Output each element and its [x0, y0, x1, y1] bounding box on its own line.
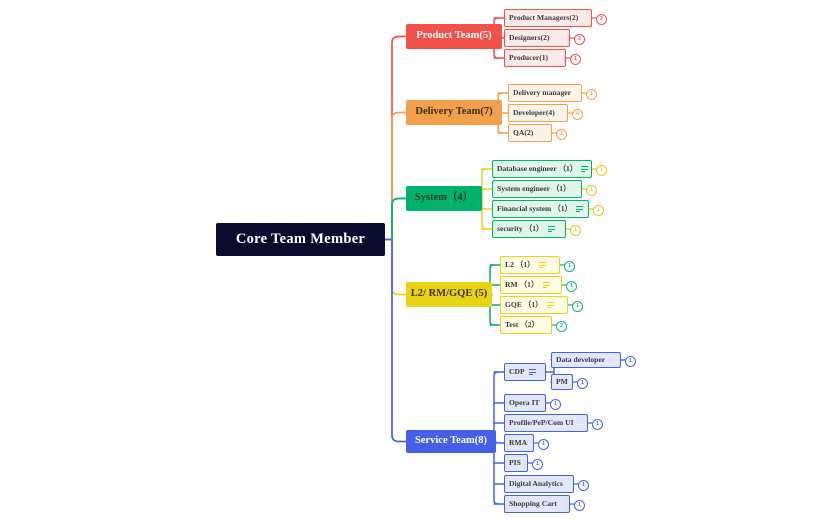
leaf-node[interactable]: Developer(4): [508, 104, 568, 122]
leaf-node-label: Digital Analytics: [509, 479, 563, 489]
count-badge[interactable]: 1: [564, 260, 575, 272]
count-badge[interactable]: 1: [577, 377, 588, 389]
branch-node-label: System（4）: [414, 192, 474, 204]
leaf-node[interactable]: Opera IT: [504, 394, 546, 412]
leaf-node[interactable]: System engineer （1）: [492, 180, 582, 198]
leaf-node[interactable]: security （1）: [492, 220, 566, 238]
leaf-node-label: Test （2）: [505, 320, 540, 330]
branch-node-system[interactable]: System（4）: [406, 186, 482, 211]
leaf-node[interactable]: Financial system （1）: [492, 200, 589, 218]
count-badge[interactable]: 1: [586, 88, 597, 100]
leaf-node[interactable]: QA(2): [508, 124, 552, 142]
count-badge[interactable]: 4: [572, 108, 583, 120]
sub-leaf-node[interactable]: PM: [551, 374, 573, 390]
note-icon[interactable]: [576, 206, 584, 212]
branch-node-label: L2/ RM/GQE (5): [410, 288, 488, 300]
count-badge[interactable]: 1: [572, 300, 583, 312]
leaf-node[interactable]: Digital Analytics: [504, 475, 574, 493]
leaf-node-label: QA(2): [513, 128, 534, 138]
note-icon[interactable]: [538, 262, 546, 268]
leaf-node[interactable]: Profile/PeP/Com UI: [504, 414, 588, 432]
leaf-node[interactable]: Database engineer （1）: [492, 160, 592, 178]
leaf-node[interactable]: RM （1）: [500, 276, 562, 294]
note-icon[interactable]: [542, 282, 550, 288]
count-badge[interactable]: 1: [570, 53, 581, 65]
leaf-node[interactable]: Shopping Cart: [504, 495, 570, 513]
note-icon[interactable]: [546, 302, 554, 308]
count-badge[interactable]: 1: [625, 355, 636, 367]
note-icon[interactable]: [581, 166, 589, 172]
note-icon[interactable]: [528, 369, 536, 375]
leaf-node[interactable]: Producer(1): [504, 49, 566, 67]
count-badge[interactable]: 2: [556, 128, 567, 140]
branch-node-product-team[interactable]: Product Team(5): [406, 24, 502, 49]
leaf-node-label: Database engineer （1）: [497, 164, 578, 174]
count-badge[interactable]: 1: [586, 184, 597, 196]
count-badge[interactable]: 1: [596, 164, 607, 176]
sub-leaf-node-label: PM: [556, 377, 568, 387]
leaf-node[interactable]: Product Managers(2): [504, 9, 592, 27]
branch-node-label: Delivery Team(7): [415, 106, 493, 118]
sub-leaf-node[interactable]: Data developer: [551, 352, 621, 368]
leaf-node[interactable]: CDP: [504, 363, 546, 381]
count-badge[interactable]: 1: [538, 438, 549, 450]
branch-node-delivery-team[interactable]: Delivery Team(7): [406, 100, 502, 125]
leaf-node-label: PIS: [509, 458, 521, 468]
leaf-node-label: L2 （1）: [505, 260, 535, 270]
leaf-node[interactable]: Designers(2): [504, 29, 570, 47]
leaf-node-label: Financial system （1）: [497, 204, 573, 214]
count-badge[interactable]: 1: [570, 224, 581, 236]
leaf-node[interactable]: RMA: [504, 434, 534, 452]
leaf-node-label: Developer(4): [513, 108, 555, 118]
count-badge[interactable]: 1: [592, 418, 603, 430]
count-badge[interactable]: 1: [550, 398, 561, 410]
leaf-node-label: Designers(2): [509, 33, 550, 43]
count-badge[interactable]: 2: [574, 33, 585, 45]
leaf-node-label: Producer(1): [509, 53, 549, 63]
note-icon[interactable]: [547, 226, 555, 232]
leaf-node-label: security （1）: [497, 224, 544, 234]
sub-leaf-node-label: Data developer: [556, 355, 606, 365]
branch-node-label: Service Team(8): [414, 435, 488, 447]
leaf-node-label: Profile/PeP/Com UI: [509, 418, 574, 428]
leaf-node-label: Product Managers(2): [509, 13, 579, 23]
leaf-node-label: Shopping Cart: [509, 499, 557, 509]
count-badge[interactable]: 1: [593, 204, 604, 216]
leaf-node[interactable]: Delivery manager: [508, 84, 582, 102]
branch-node-service-team[interactable]: Service Team(8): [406, 430, 496, 453]
branch-node-label: Product Team(5): [416, 30, 492, 42]
count-badge[interactable]: 1: [566, 280, 577, 292]
leaf-node-label: CDP: [509, 367, 525, 377]
count-badge[interactable]: 1: [532, 458, 543, 470]
leaf-node-label: RMA: [509, 438, 528, 448]
leaf-node[interactable]: Test （2）: [500, 316, 552, 334]
root-node[interactable]: Core Team Member: [217, 224, 384, 255]
leaf-node-label: GQE （1）: [505, 300, 543, 310]
leaf-node[interactable]: L2 （1）: [500, 256, 560, 274]
leaf-node[interactable]: GQE （1）: [500, 296, 568, 314]
leaf-node-label: System engineer （1）: [497, 184, 571, 194]
leaf-node-label: Delivery manager: [513, 88, 571, 98]
count-badge[interactable]: 1: [574, 499, 585, 511]
count-badge[interactable]: 2: [556, 320, 567, 332]
count-badge[interactable]: 1: [578, 479, 589, 491]
leaf-node-label: Opera IT: [509, 398, 540, 408]
branch-node-l2-rm-gqe[interactable]: L2/ RM/GQE (5): [406, 282, 492, 307]
leaf-node-label: RM （1）: [505, 280, 539, 290]
count-badge[interactable]: 2: [596, 13, 607, 25]
leaf-node[interactable]: PIS: [504, 454, 528, 472]
root-node-label: Core Team Member: [235, 231, 366, 248]
